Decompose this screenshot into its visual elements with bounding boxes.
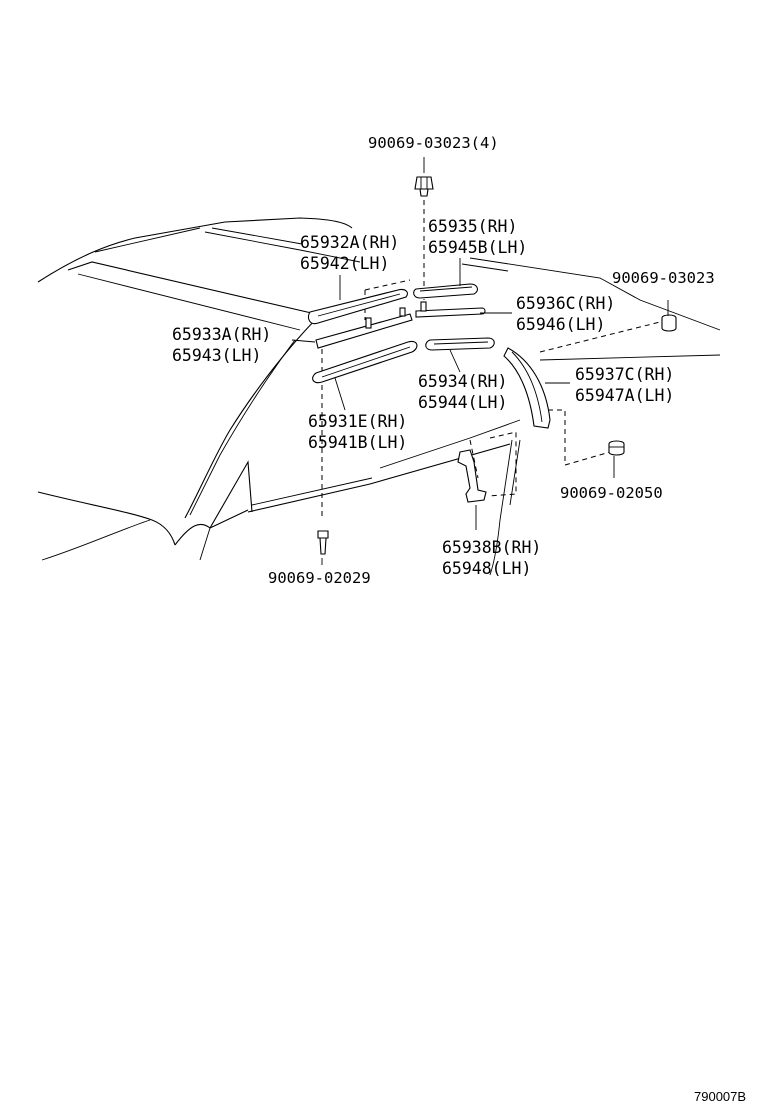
label-65944: 65944(LH)	[418, 393, 507, 412]
label-65943: 65943(LH)	[172, 346, 261, 365]
label-65933a: 65933A(RH)	[172, 325, 271, 344]
part-65937c-pillar-molding-icon	[503, 347, 551, 429]
assembly-dashed-lines	[321, 200, 669, 520]
label-65934: 65934(RH)	[418, 372, 507, 391]
label-65938b: 65938B(RH)	[442, 538, 541, 557]
part-clip-right-icon	[661, 314, 677, 332]
figure-code: 790007B	[694, 1089, 746, 1104]
part-labels: 90069-03023(4) 65935(RH) 65945B(LH) 6593…	[172, 134, 746, 1104]
part-clip-lower-icon	[608, 440, 625, 456]
part-65933a-strip-icon	[315, 307, 413, 349]
part-65935-molding-icon	[413, 283, 479, 299]
part-65931e-molding-icon	[312, 340, 418, 384]
label-screw-bottom: 90069-02029	[268, 569, 371, 587]
label-bolt-top: 90069-03023(4)	[368, 134, 499, 152]
part-screw-bottom-icon	[317, 530, 329, 555]
part-65938b-bracket-icon	[457, 449, 487, 503]
label-clip-right: 90069-03023	[612, 269, 715, 287]
label-65947a: 65947A(LH)	[575, 386, 674, 405]
label-clip-lower: 90069-02050	[560, 484, 663, 502]
leader-lines	[291, 157, 669, 565]
label-65937c: 65937C(RH)	[575, 365, 674, 384]
part-65932a-molding-icon	[307, 288, 408, 325]
label-65946: 65946(LH)	[516, 315, 605, 334]
label-65935: 65935(RH)	[428, 217, 517, 236]
label-65948: 65948(LH)	[442, 559, 531, 578]
label-65945b: 65945B(LH)	[428, 238, 527, 257]
label-65931e: 65931E(RH)	[308, 412, 407, 431]
part-65934-molding-icon	[425, 337, 495, 351]
label-65932a: 65932A(RH)	[300, 233, 399, 252]
label-65936c: 65936C(RH)	[516, 294, 615, 313]
part-bolt-top-icon	[414, 176, 434, 197]
label-65942: 65942(LH)	[300, 254, 389, 273]
part-65936c-strip-icon	[415, 301, 486, 318]
label-65941b: 65941B(LH)	[308, 433, 407, 452]
